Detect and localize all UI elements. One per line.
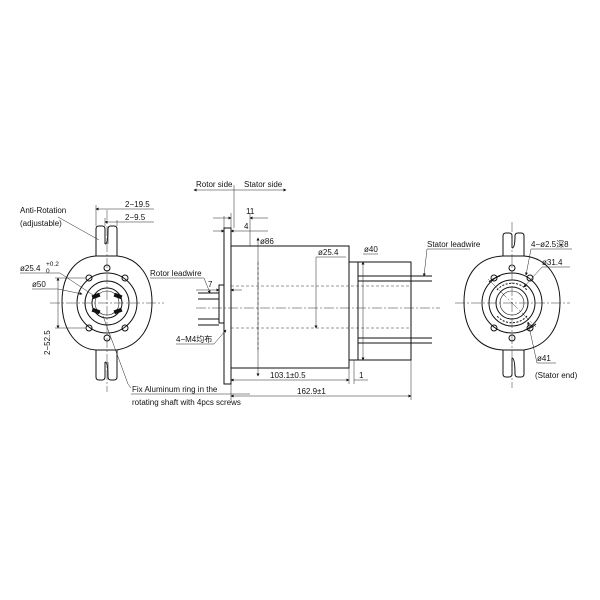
dim-103-1: 103.1±0.5 [270, 371, 306, 380]
dia-50: ø50 [32, 280, 46, 289]
fix-ring-line1: Fix Aluminum ring in the [132, 385, 218, 394]
dim-2-19-5: 2−19.5 [125, 200, 150, 209]
adjustable-label: (adjustable) [20, 219, 62, 228]
dia-31-4: ø31.4 [542, 258, 563, 267]
dia-25-4-mid: ø25.4 [318, 248, 339, 257]
holes-4-label: 4−ø2.5深8 [531, 240, 569, 249]
dia-41: ø41 [537, 354, 551, 363]
dia-40: ø40 [364, 245, 378, 254]
dim-162-9: 162.9±1 [297, 387, 326, 396]
set-screw-mark [91, 307, 101, 315]
mount-hole [121, 274, 129, 282]
dia-25-4-left: ø25.4 [20, 264, 41, 273]
fix-ring-line2: rotating shaft with 4pcs screws [132, 398, 241, 407]
rotor-leadwire-label: Rotor leadwire [150, 269, 202, 278]
tolerance-plus: +0.2 [46, 261, 59, 268]
stator-housing [348, 261, 412, 361]
mount-hole [490, 324, 498, 332]
anti-rotation-tab-top [95, 225, 118, 256]
rotor-side-label: Rotor side [196, 180, 233, 189]
anti-rotation-label: Anti-Rotation [20, 206, 66, 215]
rotor-flange-plate [223, 227, 232, 385]
rotor-flange-outline [61, 255, 153, 351]
mount-hole [490, 274, 498, 282]
side-view: Rotor side Stator side 11 [150, 180, 440, 400]
tolerance-zero: 0 [46, 268, 50, 275]
dia-86: ø86 [260, 237, 274, 246]
dim-1: 1 [359, 371, 364, 380]
anti-rotation-tab-bottom-right [502, 350, 525, 378]
m4-label: 4−M4均布 [176, 334, 212, 344]
rotor-end-view: 2−19.5 2−9.5 Anti-Rotation (adjustable) … [20, 200, 250, 407]
anti-rotation-tab-bottom [95, 350, 118, 381]
stator-leadwire-label: Stator leadwire [427, 240, 481, 249]
dim-4: 4 [244, 222, 249, 231]
dim-7: 7 [208, 280, 213, 289]
slip-ring-body [230, 245, 350, 369]
set-screw-mark [113, 292, 123, 300]
mount-hole [526, 274, 534, 282]
dim-11: 11 [246, 207, 255, 216]
dim-2-52-5: 2−52.5 [43, 330, 52, 355]
stator-end-label: (Stator end) [535, 371, 578, 380]
stator-side-label: Stator side [244, 180, 283, 189]
dim-2-9-5: 2−9.5 [125, 213, 146, 222]
set-screw-mark [113, 307, 123, 315]
stator-end-view: Stator leadwire 4−ø2.5深8 ø31.4 ø41 (Stat… [422, 222, 578, 388]
stator-flange-outline [463, 255, 561, 351]
anti-rotation-tab-top-right [502, 232, 525, 256]
mount-hole [121, 324, 129, 332]
